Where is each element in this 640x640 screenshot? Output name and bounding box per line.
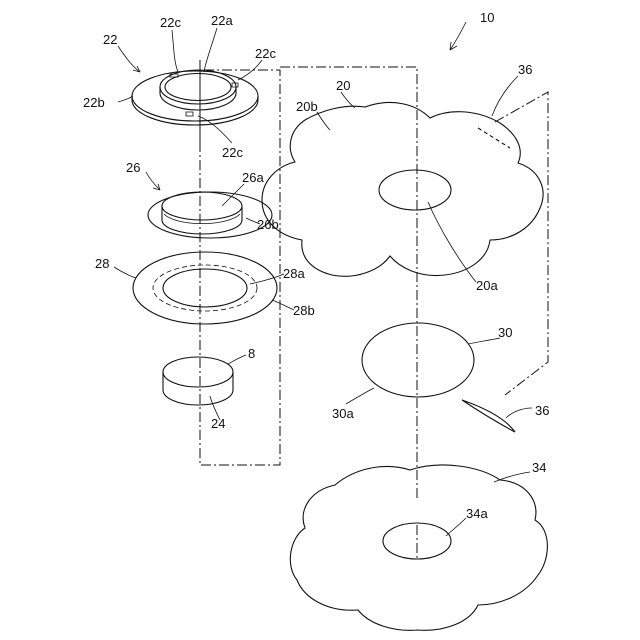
label-34a: 34a [466,506,488,521]
label-22c-top-left: 22c [160,15,181,30]
label-22a: 22a [211,13,233,28]
label-10: 10 [480,10,494,25]
centerline-axes [200,67,548,560]
label-26a: 26a [242,170,264,185]
label-26: 26 [126,160,140,175]
label-36-bottom: 36 [535,403,549,418]
label-30a: 30a [332,406,354,421]
left-centerline-frame [200,70,280,465]
label-20: 20 [336,78,350,93]
part-24-pellet [163,357,233,405]
part-22-ring-flange [132,60,258,150]
label-34: 34 [532,460,546,475]
label-28: 28 [95,256,109,271]
label-22c-right: 22c [255,46,276,61]
label-36-top: 36 [518,62,532,77]
part-34-outer-sheet [290,465,547,630]
label-28b: 28b [293,303,315,318]
part-36-lens-piece [462,400,515,432]
leader-lines [114,22,532,536]
label-22b: 22b [83,95,105,110]
label-22: 22 [103,32,117,47]
label-20a: 20a [476,278,498,293]
label-20b: 20b [296,99,318,114]
label-24: 24 [211,416,225,431]
label-28a: 28a [283,266,305,281]
label-22c-bottom: 22c [222,145,243,160]
label-8: 8 [248,346,255,361]
part-30-fiber-pad [362,323,474,397]
label-30: 30 [498,325,512,340]
right-centerline [280,67,417,500]
part-26-cap [148,192,272,238]
phantom-line-36 [495,92,548,395]
part-20-mesh-sheet [262,103,543,277]
label-26b: 26b [257,217,279,232]
reference-numerals: 10 22 22c 22a 22c 22b 22c 26 26a 26b 28 … [83,10,549,521]
part-28-ring [133,252,277,324]
